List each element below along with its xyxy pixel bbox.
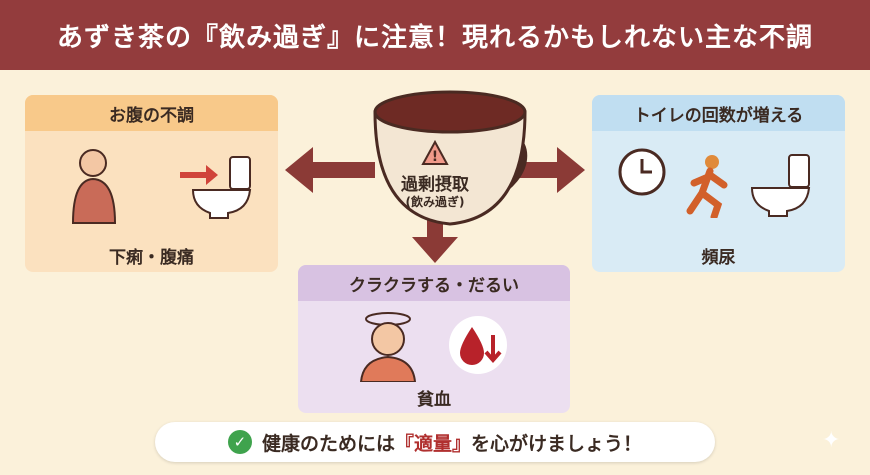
card-stomach: お腹の不調 下痢・腹痛	[25, 95, 278, 272]
page-title: あずき茶の『飲み過ぎ』に注意！現れるかもしれない主な不調	[0, 0, 870, 70]
footer-pre: 健康のためには	[261, 432, 395, 455]
card-caption: 頻尿	[701, 248, 736, 268]
check-icon: ✓	[227, 430, 252, 454]
card-toilet-frequency: トイレの回数が増える 頻尿	[592, 95, 845, 272]
arrow-down	[412, 215, 458, 263]
card-caption: 下痢・腹痛	[109, 248, 194, 268]
card-header: クラクラする・だるい	[298, 265, 570, 301]
sparkle-icon: ✦	[822, 428, 841, 453]
toilet-icon	[750, 154, 811, 217]
center-label: 過剰摂取	[401, 175, 469, 195]
tea-cup-icon: !	[373, 90, 528, 226]
arrow-to-toilet-icon	[180, 165, 218, 185]
footer-advice: ✓ 健康のためには 『適量』 を心がけましょう！	[155, 422, 715, 462]
toilet-icon	[191, 156, 252, 219]
card-caption: 貧血	[417, 390, 451, 410]
footer-highlight: 『適量』	[394, 432, 471, 455]
stomachache-person-icon	[71, 149, 117, 224]
clock-icon	[618, 148, 666, 196]
footer-post: を心がけましょう！	[471, 432, 643, 455]
arrow-right	[495, 147, 585, 193]
card-anemia: クラクラする・だるい 貧血	[298, 265, 570, 413]
blood-drop-down-icon	[449, 316, 507, 374]
card-header: お腹の不調	[25, 95, 278, 131]
card-header: トイレの回数が増える	[592, 95, 845, 131]
center-sublabel: (飲み過ぎ)	[405, 195, 465, 209]
arrow-left	[285, 147, 375, 193]
svg-text:!: !	[432, 149, 438, 165]
dizzy-person-icon	[359, 312, 417, 382]
running-person-icon	[686, 155, 728, 218]
